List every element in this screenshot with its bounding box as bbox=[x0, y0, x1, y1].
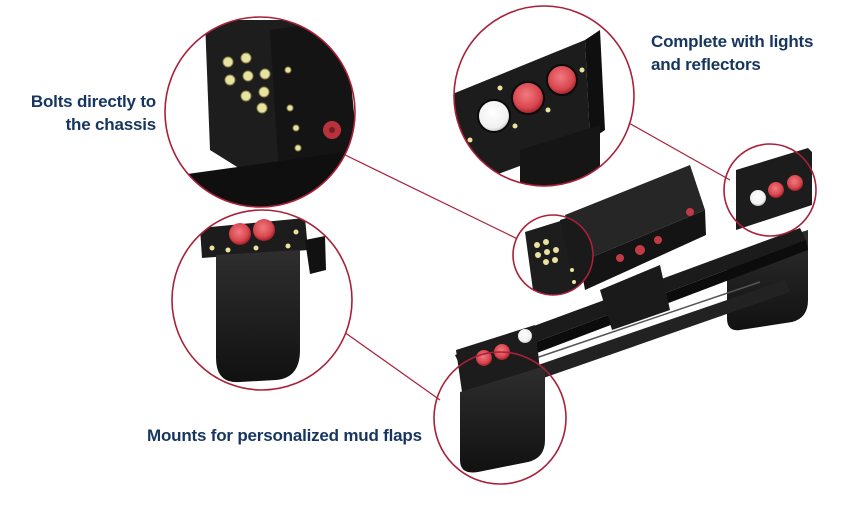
callout-mudflap bbox=[171, 209, 353, 391]
main-bumper-assembly bbox=[455, 148, 812, 473]
callout-connector-lines bbox=[329, 117, 731, 401]
caption-lights-line1: Complete with lights bbox=[651, 32, 814, 51]
caption-bolts-line2: the chassis bbox=[65, 115, 157, 134]
caption-lights-line2: and reflectors bbox=[651, 55, 761, 74]
callout-bolts bbox=[164, 16, 356, 208]
caption-mud-flaps: Mounts for personalized mud flaps bbox=[147, 426, 422, 445]
callout-lights bbox=[453, 5, 635, 187]
callout-ring-mudflap-detail bbox=[433, 351, 567, 485]
callout-ring-lights-detail bbox=[723, 143, 817, 237]
caption-bolts-to-chassis: Bolts directly to the chassis bbox=[30, 90, 156, 136]
caption-bolts-line1: Bolts directly to bbox=[30, 92, 156, 111]
caption-lights-reflectors: Complete with lights and reflectors bbox=[651, 30, 841, 76]
